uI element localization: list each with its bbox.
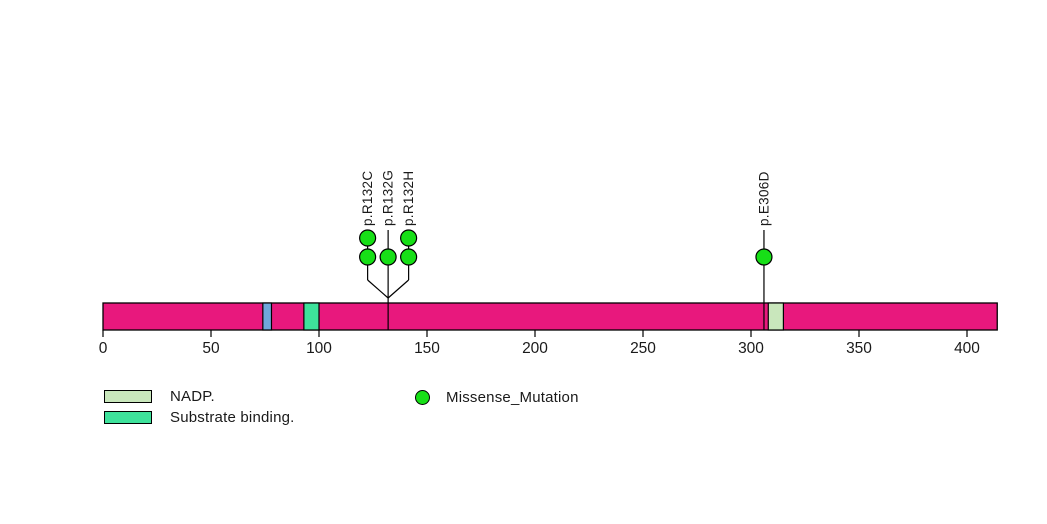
axis-tick-label: 0 [99, 340, 108, 357]
mutation-lollipop [400, 229, 418, 247]
mutation-lollipop [359, 248, 377, 266]
mutation-label: p.R132G [381, 170, 396, 226]
axis-tick-label: 50 [202, 340, 220, 357]
axis-tick-label: 150 [414, 340, 440, 357]
axis-tick-label: 200 [522, 340, 548, 357]
mutation-label: p.R132C [360, 171, 375, 226]
substrate-binding-swatch [104, 411, 152, 424]
mutation-lollipop [400, 248, 418, 266]
domain-segment [767, 302, 785, 331]
axis-tick-label: 350 [846, 340, 872, 357]
legend-item-missense-mutation: Missense_Mutation [415, 389, 579, 406]
domain-segment [262, 302, 273, 331]
protein-backbone [102, 302, 998, 331]
domain-segment [303, 302, 320, 331]
missense-mutation-dot-icon [415, 390, 430, 405]
axis-tick-label: 400 [954, 340, 980, 357]
legend-item-nadp: NADP. [104, 388, 215, 405]
mutation-lollipop [755, 248, 773, 266]
mutation-label: p.R132H [401, 171, 416, 226]
missense-mutation-label: Missense_Mutation [446, 389, 579, 406]
substrate-binding-label: Substrate binding. [170, 409, 295, 426]
nadp-domain-label: NADP. [170, 388, 215, 405]
axis-tick-label: 250 [630, 340, 656, 357]
legend-item-substrate-binding: Substrate binding. [104, 409, 295, 426]
axis-tick-label: 300 [738, 340, 764, 357]
axis-tick-label: 100 [306, 340, 332, 357]
nadp-domain-swatch [104, 390, 152, 403]
lollipop-branch [367, 279, 389, 299]
lollipop-branch [387, 279, 410, 299]
mutation-label: p.E306D [756, 171, 771, 226]
mutation-lollipop [359, 229, 377, 247]
mutation-lollipop [379, 248, 397, 266]
